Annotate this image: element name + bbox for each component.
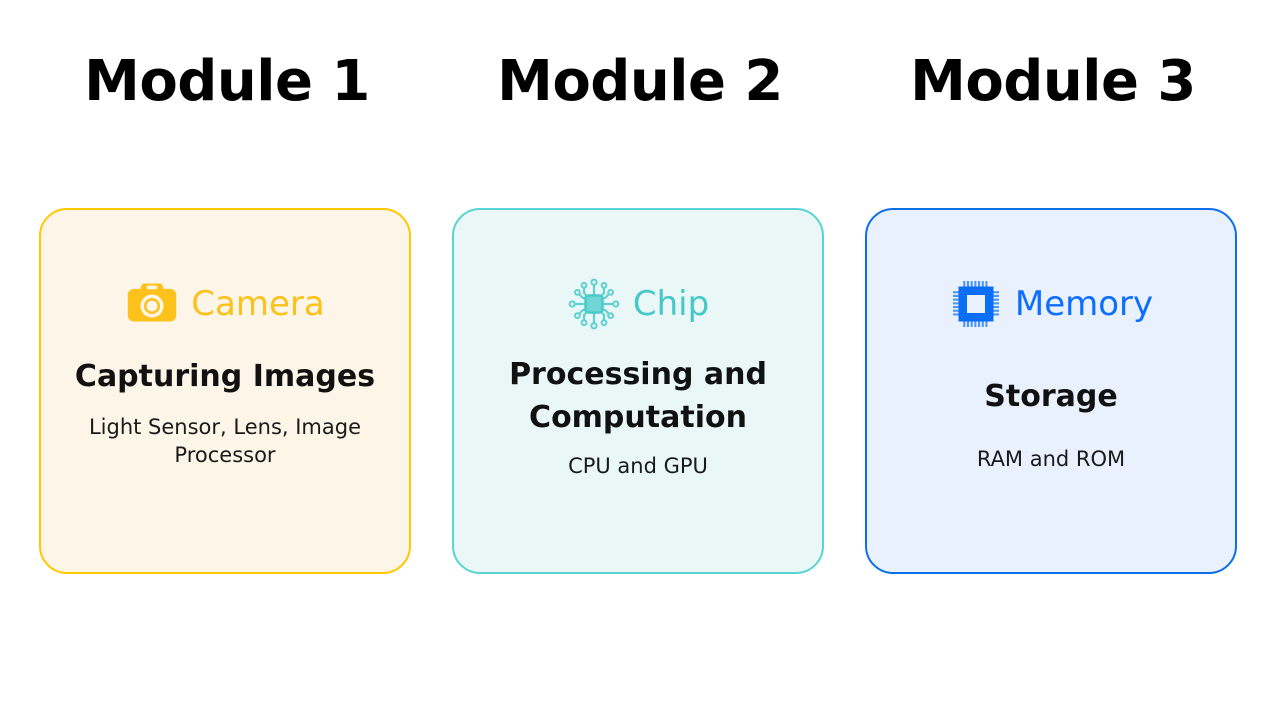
module-card-3[interactable]: Memory Storage RAM and ROM [865, 208, 1237, 574]
camera-icon [125, 277, 179, 331]
module-title-1: Module 1 [84, 49, 370, 114]
card-icon-row-1: Camera [125, 276, 325, 332]
card-subtext-1: Light Sensor, Lens, Image Processor [88, 414, 362, 468]
module-title-3: Module 3 [910, 49, 1196, 114]
card-icon-row-3: Memory [949, 276, 1153, 332]
module-column-1: Module 1 Camera Capturing Images Light S… [39, 0, 415, 720]
card-heading-2: Processing and Computation [509, 357, 767, 435]
module-column-2: Module 2 [452, 0, 828, 720]
module-card-2[interactable]: Chip Processing and Computation CPU and … [452, 208, 824, 574]
card-icon-label-3: Memory [1014, 284, 1154, 324]
card-icon-row-2: Chip [567, 276, 709, 332]
card-heading-3: Storage [984, 379, 1118, 414]
card-subtext-2: CPU and GPU [568, 454, 708, 479]
card-subtext-3: RAM and ROM [976, 446, 1126, 471]
module-title-2: Module 2 [497, 49, 783, 114]
card-icon-label-1: Camera [191, 284, 325, 324]
memory-chip-icon [949, 277, 1003, 331]
card-icon-label-2: Chip [632, 284, 710, 324]
module-column-3: Module 3 [865, 0, 1241, 720]
module-card-1[interactable]: Camera Capturing Images Light Sensor, Le… [39, 208, 411, 574]
chip-icon [567, 277, 621, 331]
card-heading-1: Capturing Images [74, 359, 376, 394]
